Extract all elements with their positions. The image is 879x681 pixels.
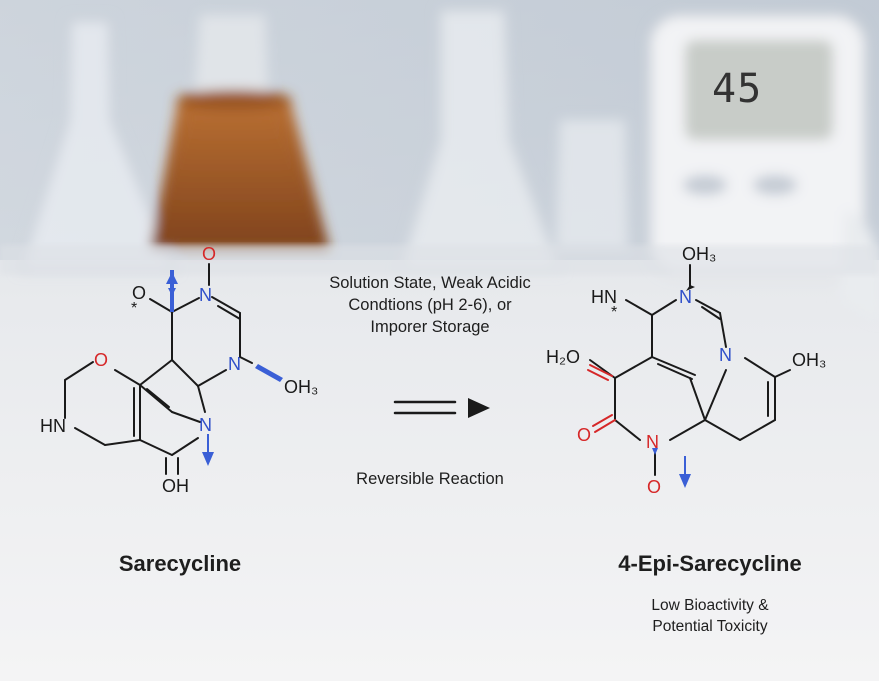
reaction-arrowhead — [468, 398, 490, 418]
sarecycline-n-bottom: N — [199, 415, 212, 435]
epi-oh3-top: OH₃ — [682, 244, 717, 264]
condition-line-1: Solution State, Weak Acidic — [329, 274, 531, 292]
equilibrium-arrow — [393, 400, 457, 415]
epi-n-bottom: N — [646, 432, 659, 452]
epi-stereo-marker: * — [611, 304, 618, 321]
reaction-conditions: Solution State, Weak Acidic Condtions (p… — [270, 272, 590, 338]
epi-o-left: O — [577, 425, 592, 445]
sarecycline-oh: OH — [162, 476, 189, 496]
epi-sarecycline-name: 4-Epi-Sarecycline — [618, 551, 802, 576]
condition-line-3: Imporer Storage — [370, 318, 490, 336]
epi-n-top: N — [679, 287, 692, 307]
sarecycline-n-top: N — [199, 285, 212, 305]
sarecycline-n-right: N — [228, 354, 241, 374]
sarecycline-o-top: O — [202, 244, 217, 264]
reaction-type-label: Reversible Reaction — [356, 470, 504, 488]
epi-n-mid: N — [719, 345, 732, 365]
epi-sarecycline-structure — [587, 264, 791, 476]
epi-h2o: H₂O — [546, 347, 580, 367]
sarecycline-o-ring: O — [94, 350, 109, 370]
sarecycline-hn: HN — [40, 416, 66, 436]
sarecycline-structure — [64, 263, 253, 475]
note-line-1: Low Bioactivity & — [651, 597, 769, 614]
stereo-arrows — [166, 270, 691, 488]
sarecycline-o-radical: O — [132, 283, 147, 303]
sarecycline-name: Sarecycline — [118, 551, 242, 576]
epi-o-bottom: O — [647, 477, 662, 497]
condition-line-2: Condtions (pH 2-6), or — [348, 296, 512, 314]
sarecycline-stereo-marker: * — [131, 300, 138, 317]
sarecycline-och3: OH₃ — [284, 377, 319, 397]
epi-oh3-right: OH₃ — [792, 350, 827, 370]
ph-meter-readout: 45 — [712, 66, 763, 112]
epi-hn: HN — [591, 287, 617, 307]
note-line-2: Potential Toxicity — [652, 618, 768, 635]
epi-sarecycline-note: Low Bioactivity & Potential Toxicity — [590, 595, 830, 637]
